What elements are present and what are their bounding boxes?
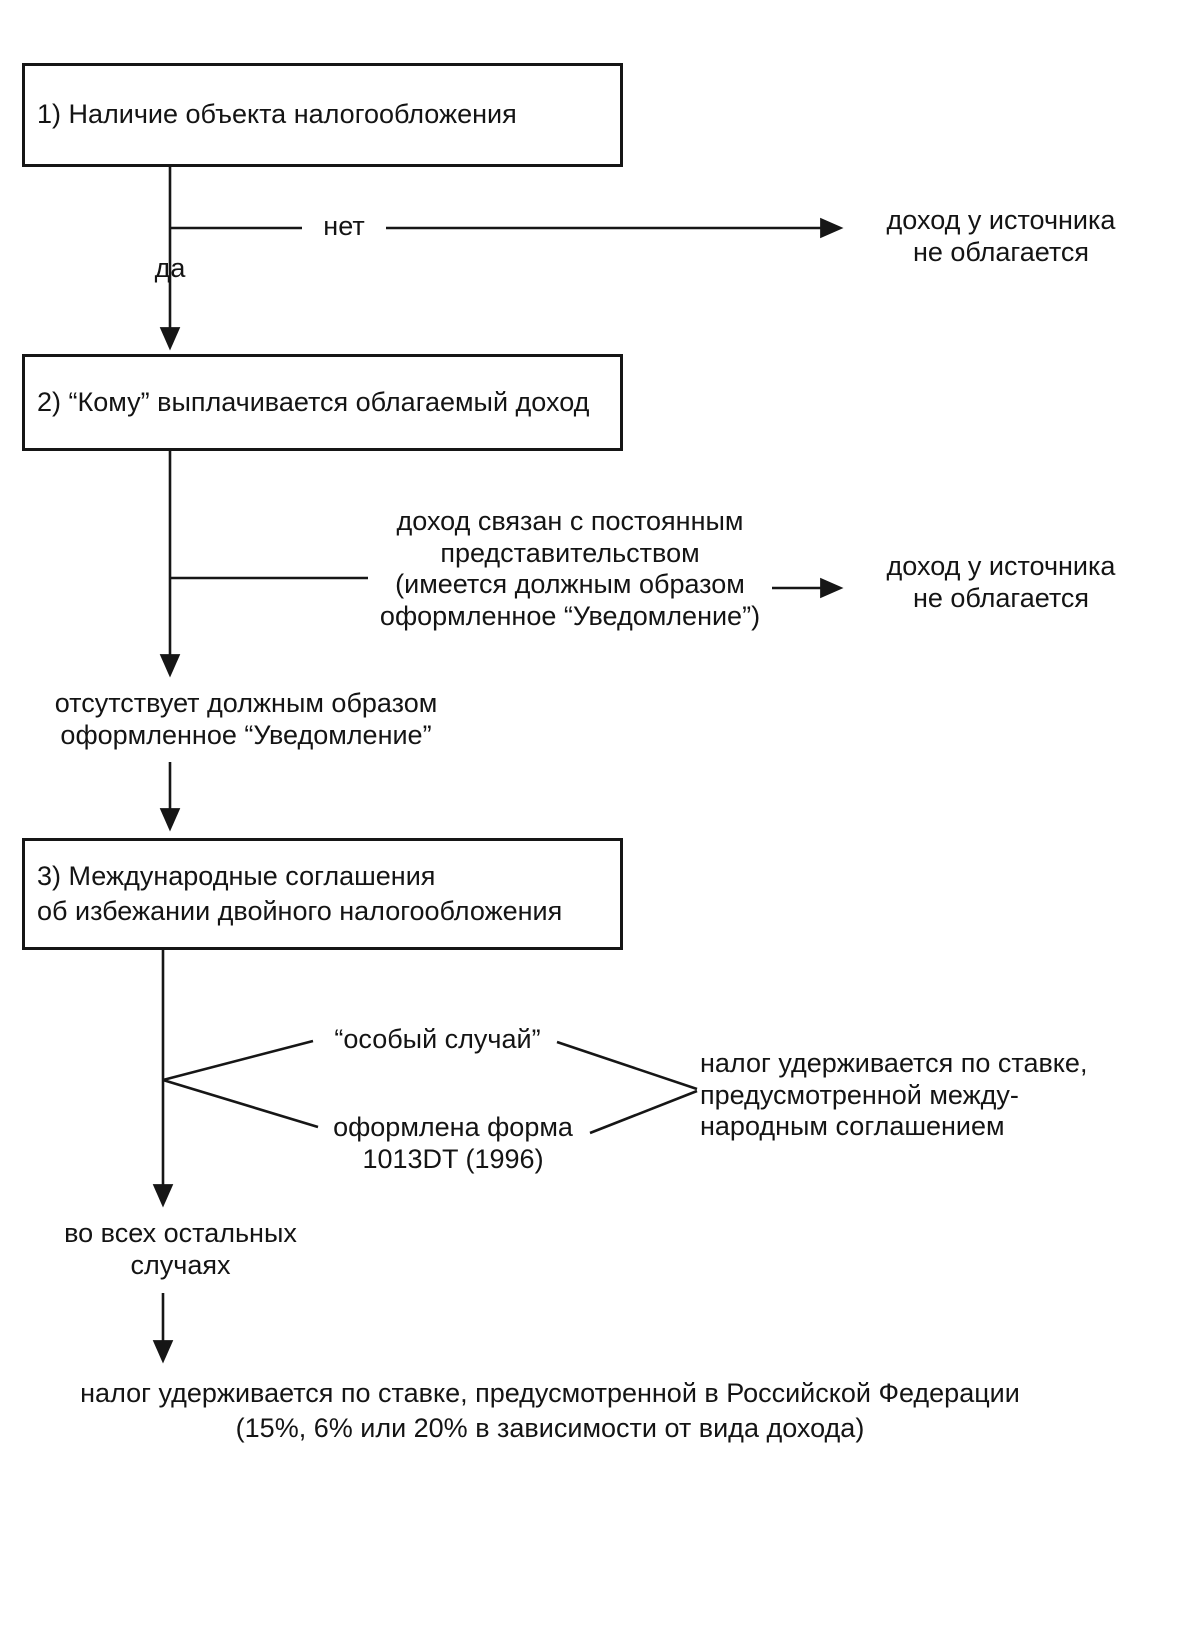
branch2-outcome-text: доход у источника не облагается [886,551,1116,614]
branch3-case1-text: “особый случай” [334,1024,541,1054]
branch3-outcome-text: налог удерживается по ставке, предусмотр… [700,1048,1088,1142]
branch3-else-text: во всех остальных случаях [64,1218,297,1280]
step2-label: 2) “Кому” выплачивается облагаемый доход [37,386,590,417]
step3-box: 3) Международные соглашения об избежании… [22,838,623,950]
branch1-yes-label: да [154,253,186,283]
branch2-condition-text: доход связан с постоянным представительс… [379,506,761,631]
branch2-else-text: отсутствует должным образом оформленное … [54,688,438,750]
step1-label: 1) Наличие объекта налогообложения [37,99,517,130]
step2-box: 2) “Кому” выплачивается облагаемый доход [22,354,623,451]
branch1-outcome-text: доход у источника не облагается [886,205,1116,268]
branch1-no-label: нет [302,210,386,243]
step1-box: 1) Наличие объекта налогообложения [22,63,623,167]
final-result-text: налог удерживается по ставке, предусмотр… [80,1378,1020,1444]
branch3-case2-text: оформлена форма 1013DT (1996) [333,1112,573,1174]
step3-label: 3) Международные соглашения об избежании… [37,860,563,926]
